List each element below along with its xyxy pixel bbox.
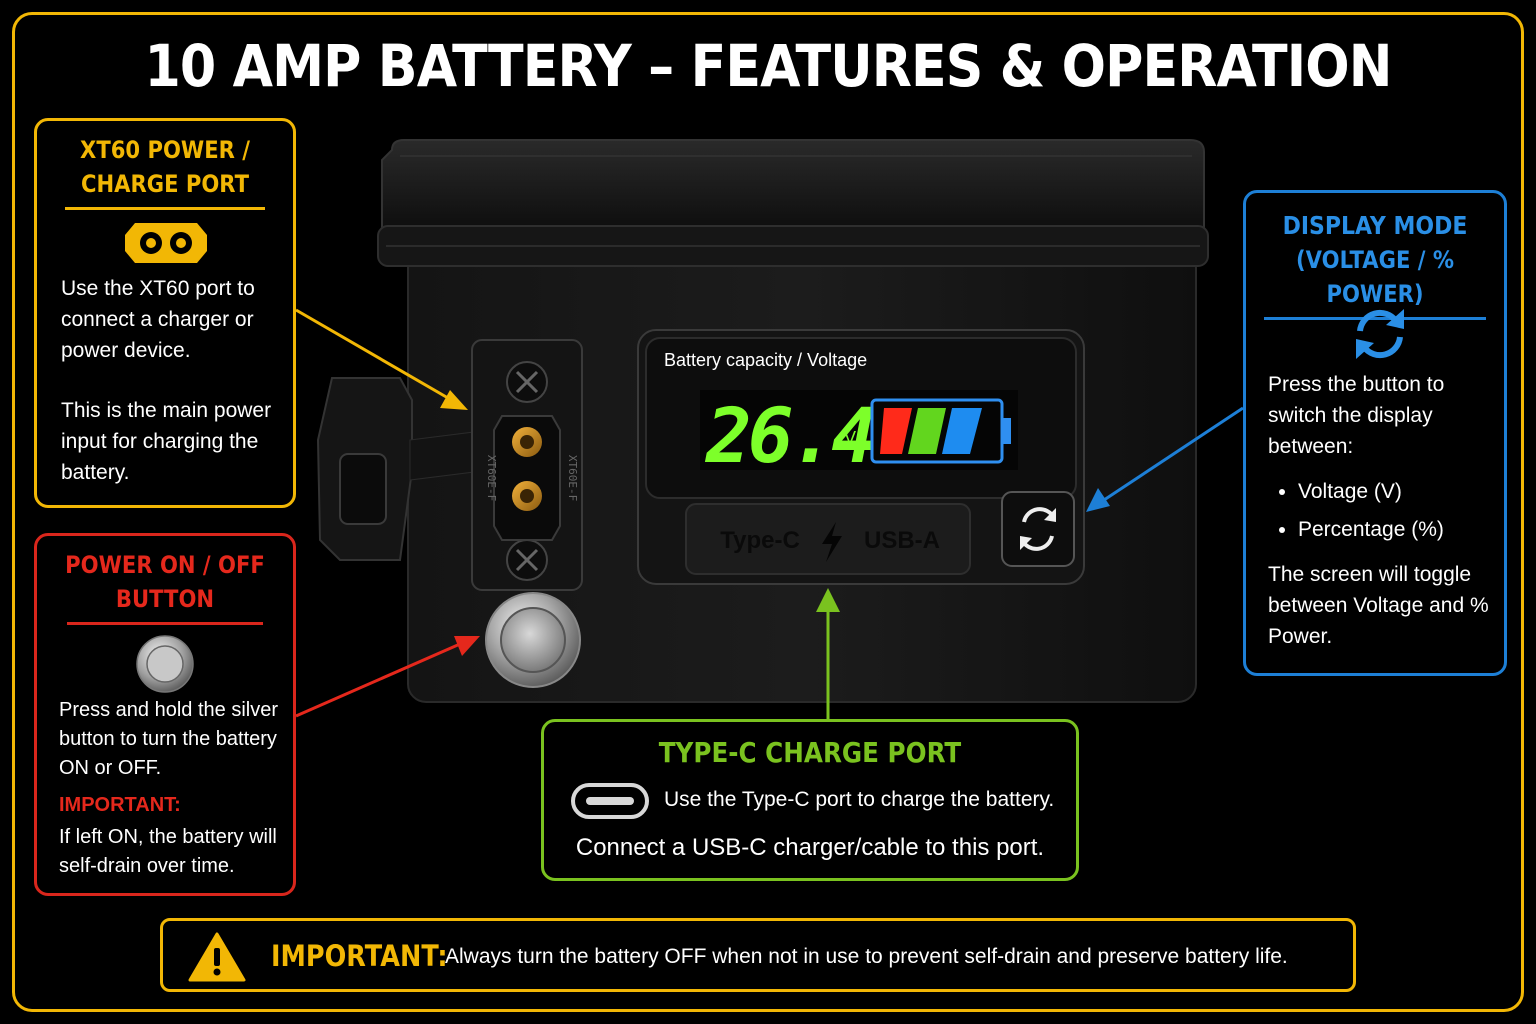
important-banner: IMPORTANT: Always turn the battery OFF w…	[160, 918, 1356, 992]
xt60-port	[471, 339, 583, 591]
display-options-list: Voltage (V) Percentage (%)	[1298, 473, 1444, 549]
power-button-icon	[136, 635, 194, 693]
display-heading-line1: DISPLAY MODE	[1282, 211, 1468, 240]
power-heading-line2: BUTTON	[115, 585, 215, 613]
arrow-power	[295, 636, 480, 718]
page-title: 10 AMP BATTERY – FEATURES & OPERATION	[144, 32, 1393, 100]
power-important-label: IMPORTANT:	[59, 794, 181, 816]
xt60-description: Use the XT60 port to connect a charger o…	[61, 277, 255, 362]
power-heading-line1: POWER ON / OFF	[65, 551, 265, 579]
arrow-typec	[816, 588, 840, 719]
power-divider	[67, 622, 263, 625]
display-option-percentage: Percentage (%)	[1298, 511, 1444, 549]
power-callout: POWER ON / OFF BUTTON Press and hold the…	[34, 533, 296, 896]
usb-port-cover	[685, 503, 971, 575]
xt60-port-icon	[125, 223, 207, 263]
arrow-xt60	[295, 308, 468, 410]
silver-power-button	[485, 592, 581, 688]
outer-frame	[12, 12, 1524, 1012]
lcd-label: Battery capacity / Voltage	[664, 350, 867, 370]
typec-heading: TYPE-C CHARGE PORT	[658, 736, 962, 769]
arrow-display	[1086, 406, 1244, 512]
display-mode-button	[1001, 491, 1075, 567]
xt60-callout: XT60 POWER / CHARGE PORT Use the XT60 po…	[34, 118, 296, 508]
xt60-heading-line1: XT60 POWER /	[80, 136, 250, 164]
display-toggle-note: The screen will toggle between Voltage a…	[1268, 563, 1489, 648]
typec-callout: TYPE-C CHARGE PORT Use the Type-C port t…	[541, 719, 1079, 881]
display-callout: DISPLAY MODE (VOLTAGE / % POWER) Press t…	[1243, 190, 1507, 676]
port-cover-label-right: USB-A	[864, 527, 940, 554]
xt60-label-right: XT60E-F	[566, 455, 579, 501]
typec-cable-note: Connect a USB-C charger/cable to this po…	[575, 834, 1045, 861]
warning-icon	[188, 932, 246, 982]
xt60-divider	[65, 207, 265, 210]
display-divider	[1264, 317, 1486, 320]
display-option-voltage: Voltage (V)	[1298, 473, 1444, 511]
usb-c-icon	[571, 783, 649, 819]
lcd-voltage-unit: V	[844, 428, 856, 448]
port-cover-label-left: Type-C	[720, 527, 800, 554]
display-heading-line2: (VOLTAGE / % POWER)	[1295, 246, 1454, 308]
power-self-drain-note: If left ON, the battery will self-drain …	[59, 826, 277, 877]
banner-message: Always turn the battery OFF when not in …	[445, 945, 1288, 968]
refresh-icon	[1356, 309, 1404, 359]
xt60-heading-line2: CHARGE PORT	[80, 170, 250, 198]
display-description: Press the button to switch the display b…	[1268, 373, 1445, 458]
xt60-main-input-note: This is the main power input for chargin…	[61, 399, 272, 484]
banner-important-label: IMPORTANT:	[271, 939, 448, 973]
typec-description: Use the Type-C port to charge the batter…	[664, 788, 1055, 811]
battery-level-icon	[870, 398, 1011, 464]
lcd-voltage-value: 26.4	[704, 391, 873, 480]
xt60-label-left: XT60E-F	[485, 455, 498, 501]
power-description: Press and hold the silver button to turn…	[59, 699, 279, 779]
